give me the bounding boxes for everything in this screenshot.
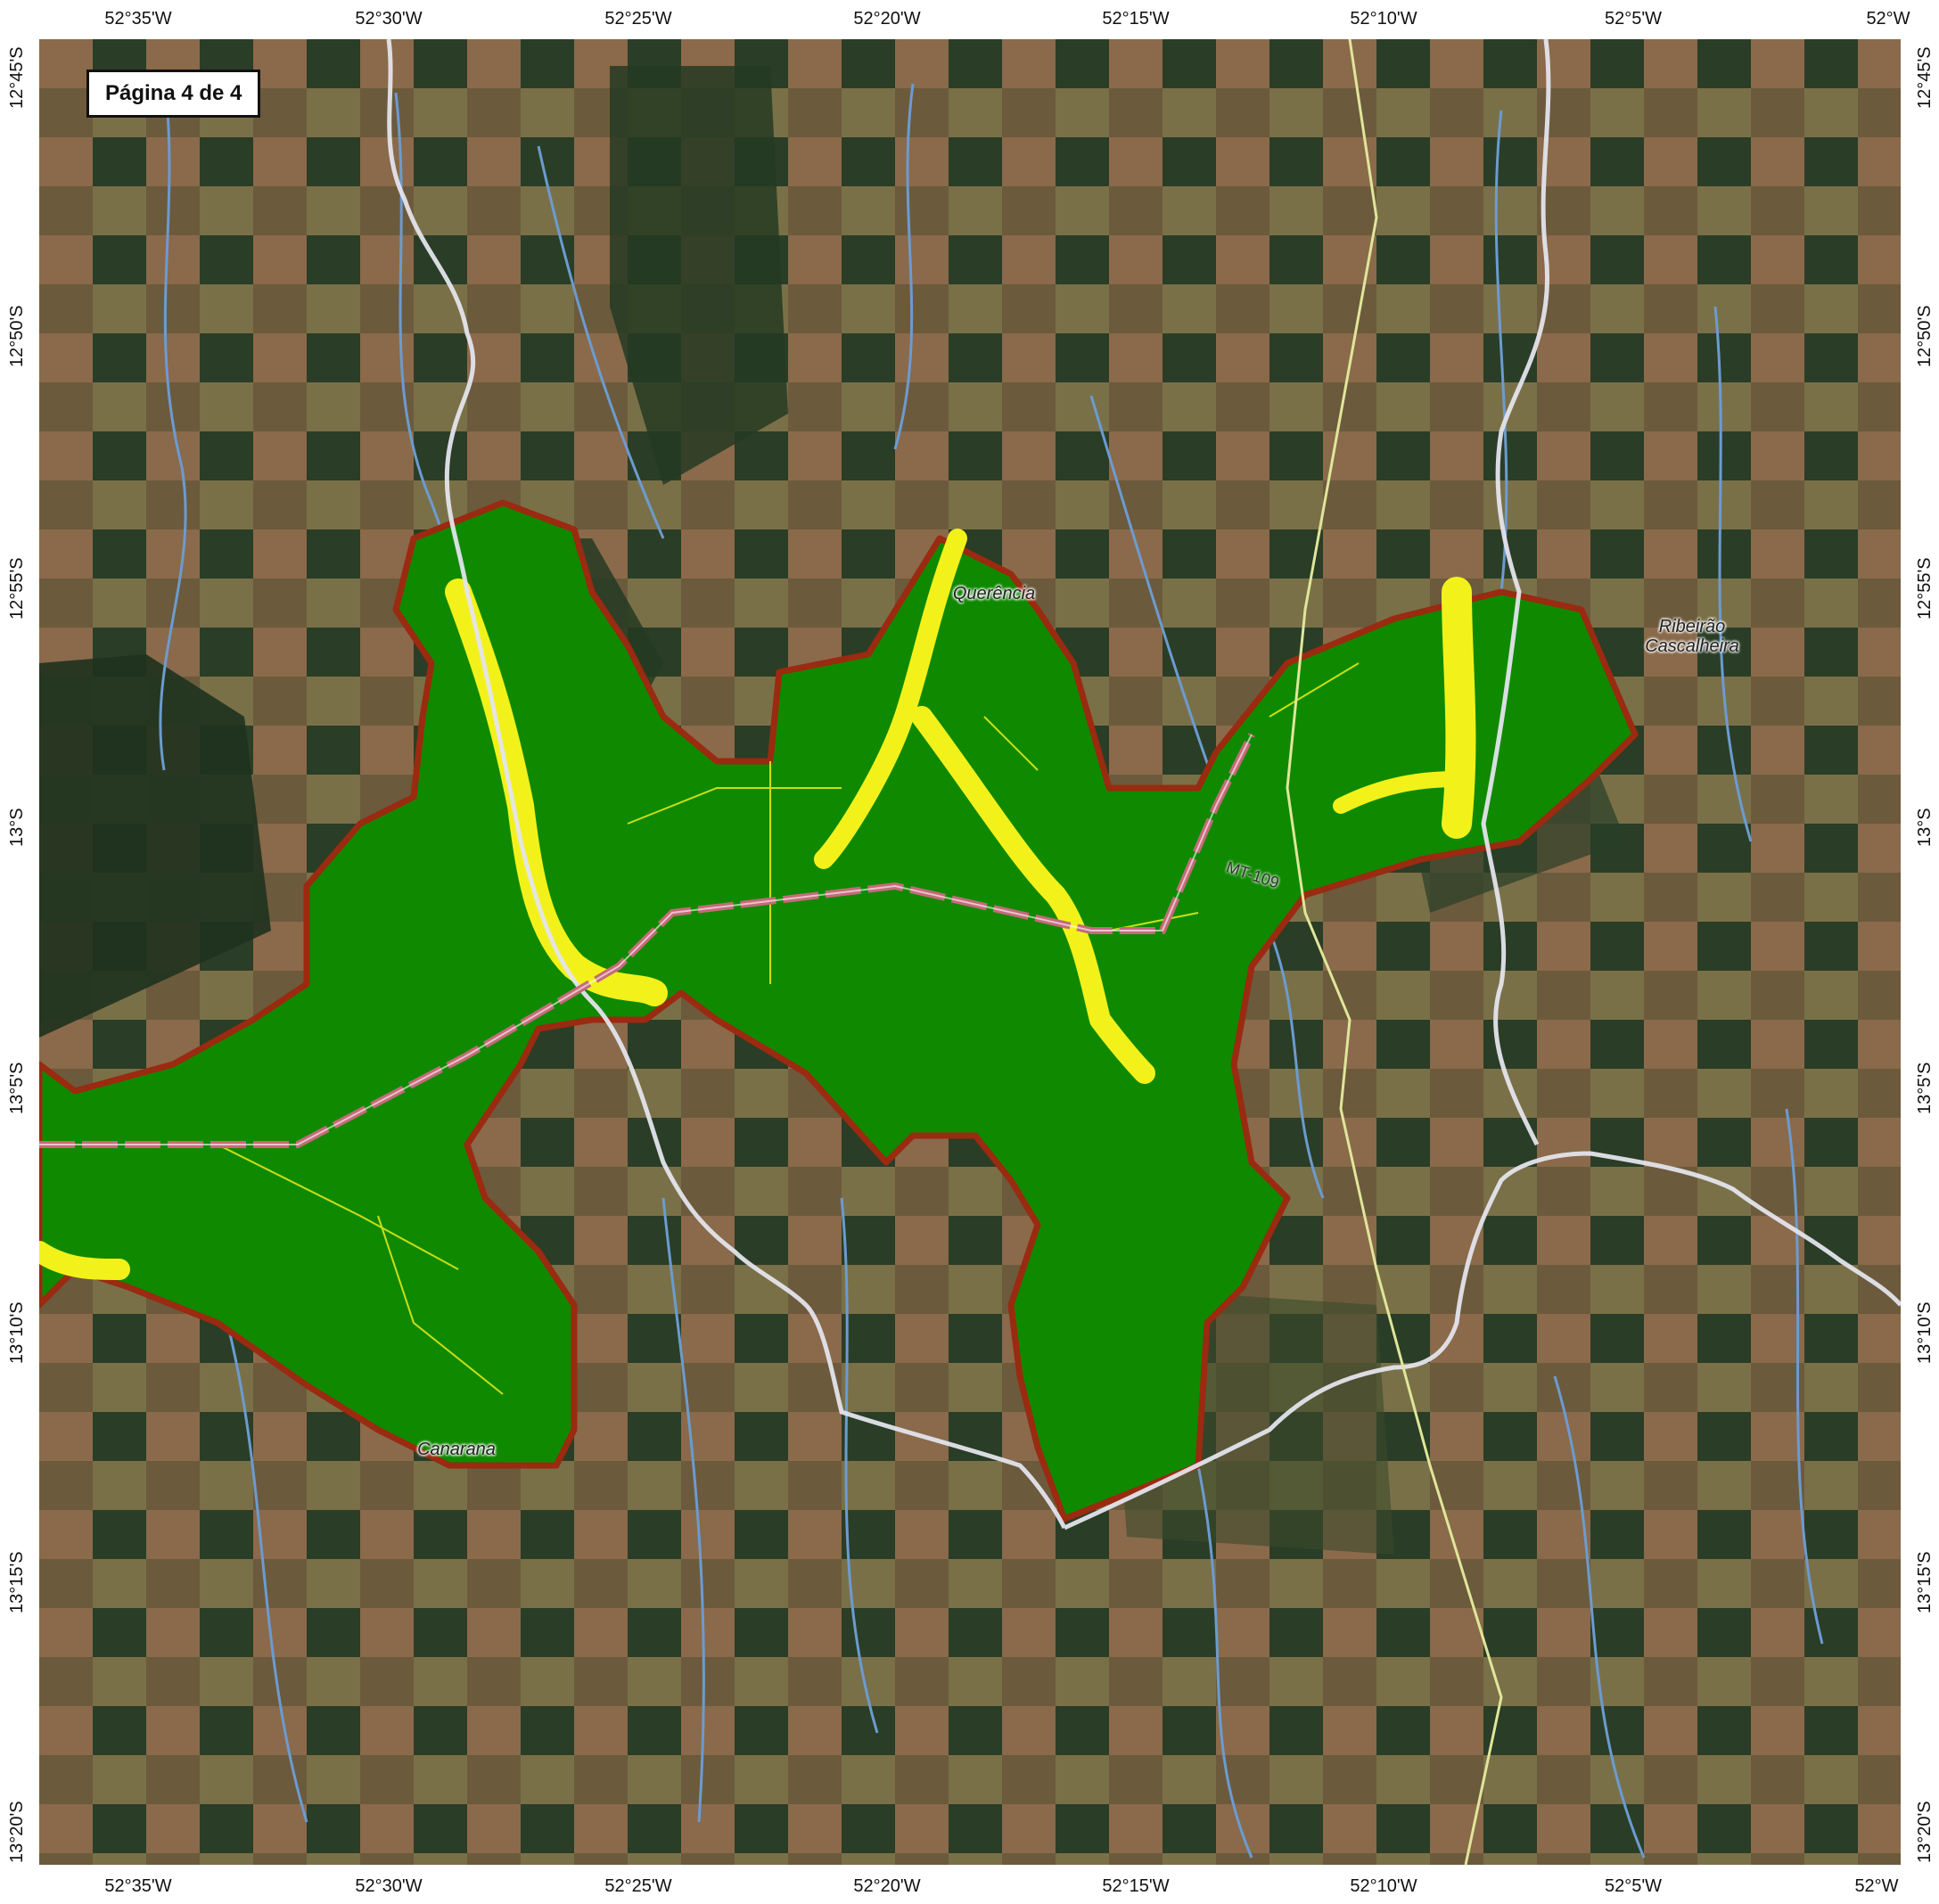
lat-tick-left: 12°55'S (7, 557, 27, 620)
lon-tick-bottom: 52°35'W (104, 1876, 172, 1896)
place-label-canarana: Canarana (417, 1440, 496, 1459)
lat-tick-left: 12°45'S (7, 46, 27, 109)
lon-tick-top: 52°W (1866, 9, 1910, 29)
page-label: Página 4 de 4 (86, 70, 261, 118)
zone-polygon (39, 499, 1639, 1522)
lon-tick-top: 52°10'W (1350, 9, 1417, 29)
lon-tick-bottom: 52°25'W (604, 1876, 672, 1896)
place-label-ribeirao: Ribeirão Cascalheira (1645, 617, 1739, 656)
satellite-basemap-icon (39, 39, 1901, 1865)
lat-tick-right: 12°55'S (1915, 557, 1935, 620)
lon-tick-top: 52°20'W (853, 9, 921, 29)
lon-tick-top: 52°15'W (1102, 9, 1170, 29)
lon-tick-bottom: 52°10'W (1350, 1876, 1417, 1896)
lat-tick-right: 13°15'S (1915, 1551, 1935, 1613)
lat-tick-right: 13°10'S (1915, 1301, 1935, 1364)
lon-tick-bottom: 52°W (1854, 1876, 1899, 1896)
lon-tick-bottom: 52°30'W (355, 1876, 423, 1896)
place-label-querencia: Querência (952, 584, 1036, 603)
lat-tick-left: 13°S (7, 808, 27, 847)
map-canvas[interactable] (39, 39, 1901, 1865)
place-label-ribeirao-line2: Cascalheira (1645, 636, 1739, 656)
lon-tick-top: 52°25'W (604, 9, 672, 29)
lat-tick-left: 12°50'S (7, 305, 27, 367)
lat-tick-right: 12°50'S (1915, 305, 1935, 367)
municipal-boundary-icon (386, 39, 1901, 1531)
lon-tick-top: 52°5'W (1604, 9, 1663, 29)
lat-tick-right: 13°20'S (1915, 1801, 1935, 1863)
lat-tick-right: 13°S (1915, 808, 1935, 847)
lon-tick-bottom: 52°5'W (1604, 1876, 1663, 1896)
place-label-ribeirao-line1: Ribeirão (1658, 617, 1726, 636)
lat-tick-left: 13°5'S (7, 1062, 27, 1114)
lat-tick-left: 13°10'S (7, 1301, 27, 1364)
lon-tick-bottom: 52°20'W (853, 1876, 921, 1896)
lat-tick-right: 12°45'S (1915, 46, 1935, 109)
lat-tick-left: 13°15'S (7, 1551, 27, 1613)
lon-tick-top: 52°30'W (355, 9, 423, 29)
lon-tick-bottom: 52°15'W (1102, 1876, 1170, 1896)
lon-tick-top: 52°35'W (104, 9, 172, 29)
lat-tick-left: 13°20'S (7, 1801, 27, 1863)
highway-line (1286, 39, 1503, 1865)
lat-tick-right: 13°5'S (1915, 1062, 1935, 1114)
river-network-icon (159, 74, 1824, 1859)
